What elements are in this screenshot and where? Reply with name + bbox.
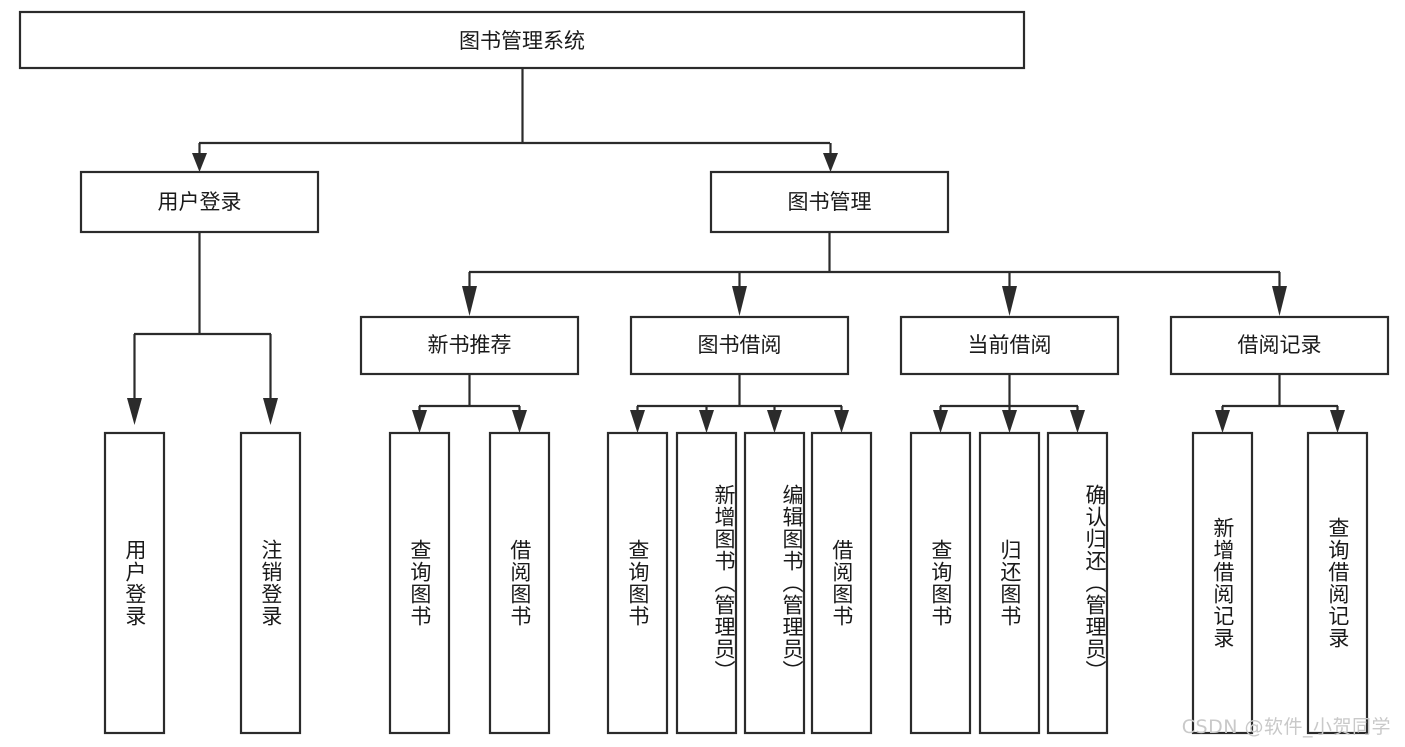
node-new-book-recommend-box	[359, 315, 580, 376]
node-borrow-record-label: 借阅记录	[1238, 333, 1322, 357]
leaf-box-return-book[interactable]	[978, 431, 1041, 735]
node-root-box	[18, 10, 1026, 70]
arrow-head-new-book-recommend	[462, 286, 477, 316]
arrow-head-leaf-add-book	[699, 410, 714, 433]
arrow-head-leaf-user-login	[127, 398, 142, 425]
leaf-box-query-record[interactable]	[1306, 431, 1369, 735]
leaf-box-borrow-book-1[interactable]	[488, 431, 551, 735]
leaf-box-query-book-3[interactable]	[909, 431, 972, 735]
node-current-borrow[interactable]: 当前借阅	[899, 315, 1120, 376]
connector-current-borrow-to-leaves	[933, 374, 1085, 433]
arrow-head-book-management	[823, 153, 838, 172]
leaf-box-borrow-book-2[interactable]	[810, 431, 873, 735]
node-current-borrow-box	[899, 315, 1120, 376]
node-root[interactable]: 图书管理系统	[18, 10, 1026, 70]
arrow-head-leaf-query-book-2	[630, 410, 645, 433]
connector-book-management-to-level3	[462, 232, 1287, 316]
arrow-head-leaf-logout	[263, 398, 278, 425]
connector-user-login-to-leaves	[127, 232, 278, 425]
node-root-label: 图书管理系统	[459, 29, 585, 53]
leaf-box-edit-book[interactable]	[743, 431, 806, 735]
node-user-login-box	[79, 170, 320, 234]
arrow-head-user-login	[192, 153, 207, 172]
arrow-head-leaf-edit-book	[767, 410, 782, 433]
arrow-head-leaf-borrow-book-1	[512, 410, 527, 433]
arrow-head-leaf-query-book-1	[412, 410, 427, 433]
node-book-borrow-label: 图书借阅	[698, 333, 782, 357]
node-current-borrow-label: 当前借阅	[968, 333, 1052, 357]
node-new-book-recommend[interactable]: 新书推荐	[359, 315, 580, 376]
leaf-box-query-book-2[interactable]	[606, 431, 669, 735]
leaf-box-add-record[interactable]	[1191, 431, 1254, 735]
arrow-head-leaf-borrow-book-2	[834, 410, 849, 433]
connector-new-book-recommend-to-leaves	[412, 374, 527, 433]
leaf-box-confirm-return[interactable]	[1046, 431, 1109, 735]
leaf-box-logout[interactable]	[239, 431, 302, 735]
leaf-box-add-book[interactable]	[675, 431, 738, 735]
arrow-head-book-borrow	[732, 286, 747, 316]
node-book-borrow[interactable]: 图书借阅	[629, 315, 850, 376]
arrow-head-leaf-query-record	[1330, 410, 1345, 433]
connector-borrow-record-to-leaves	[1215, 374, 1345, 433]
node-book-management[interactable]: 图书管理	[709, 170, 950, 234]
arrow-head-borrow-record	[1272, 286, 1287, 316]
csdn-watermark: CSDN @软件_小贺同学	[1181, 716, 1391, 738]
node-new-book-recommend-label: 新书推荐	[428, 333, 512, 357]
node-borrow-record[interactable]: 借阅记录	[1169, 315, 1390, 376]
arrow-head-leaf-add-record	[1215, 410, 1230, 433]
node-user-login-label: 用户登录	[158, 190, 242, 214]
arrow-head-leaf-confirm-return	[1070, 410, 1085, 433]
connector-root-to-level2	[192, 68, 838, 172]
arrow-head-leaf-return-book	[1002, 410, 1017, 433]
node-user-login[interactable]: 用户登录	[79, 170, 320, 234]
arrow-head-leaf-query-book-3	[933, 410, 948, 433]
leaf-box-user-login[interactable]	[103, 431, 166, 735]
node-book-management-label: 图书管理	[788, 190, 872, 214]
arrow-head-current-borrow	[1002, 286, 1017, 316]
connector-book-borrow-to-leaves	[630, 374, 849, 433]
leaf-box-query-book-1[interactable]	[388, 431, 451, 735]
